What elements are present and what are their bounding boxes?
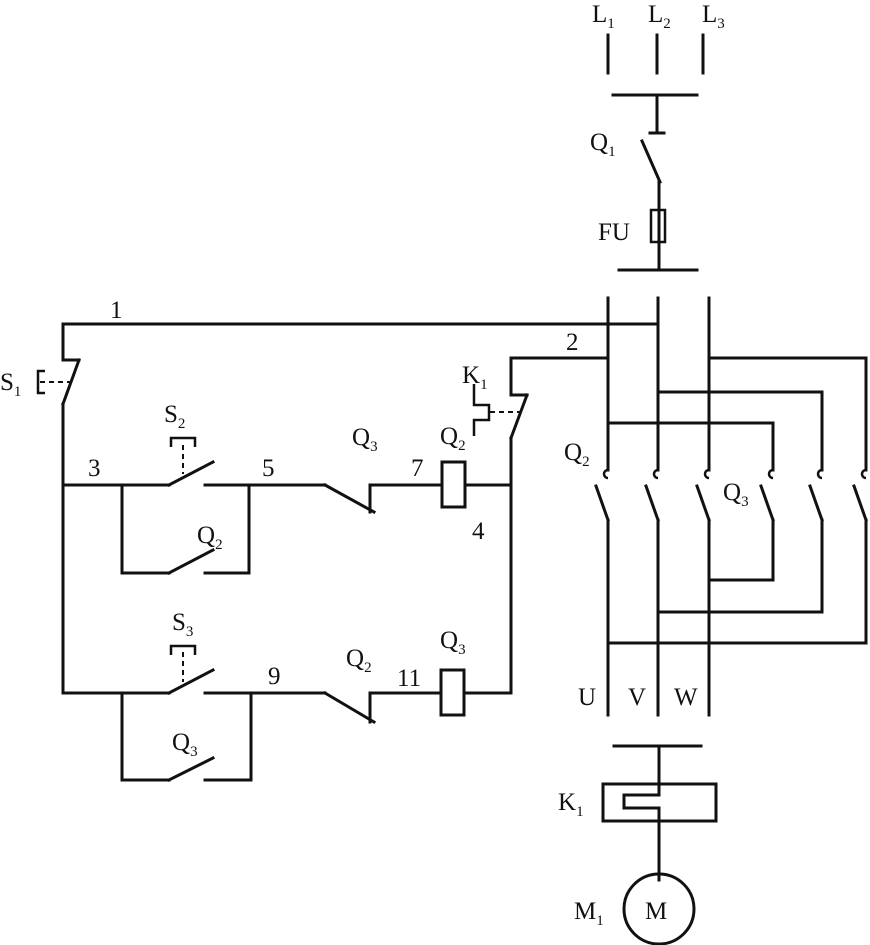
coil-q2 — [440, 460, 467, 509]
node-3: 3 — [88, 455, 101, 482]
overload-contact-k1 — [472, 384, 529, 440]
label-q2-coil: Q2 — [440, 423, 466, 454]
label-s1: S1 — [0, 369, 21, 400]
label-q2-main: Q2 — [564, 439, 590, 470]
rung-reverse — [61, 644, 513, 783]
label-m1: M1 — [574, 898, 604, 929]
node-5: 5 — [262, 455, 275, 482]
label-q3-hold: Q3 — [172, 729, 198, 760]
label-u: U — [578, 684, 596, 711]
node-4: 4 — [472, 518, 485, 545]
q3-output-wiring — [606, 518, 868, 645]
stop-button-s1 — [36, 358, 81, 406]
q2-output-lines — [606, 518, 711, 717]
label-v: V — [628, 684, 646, 711]
label-l1: L1 — [592, 1, 615, 32]
label-q2-interlock: Q2 — [346, 645, 372, 676]
rung-forward — [61, 436, 513, 576]
labels: L1 L2 L3 Q1 FU K1 S1 S2 S3 Q3 Q2 Q2 Q2 Q… — [0, 1, 749, 929]
main-phase-lines — [606, 296, 711, 472]
node-11: 11 — [397, 665, 421, 692]
label-motor: M — [645, 898, 667, 925]
breaker-q1 — [640, 93, 666, 212]
coil-q3 — [439, 668, 466, 717]
thermal-relay-k1-element — [601, 782, 718, 882]
wire-1 — [61, 322, 660, 362]
power-circuit — [594, 33, 868, 945]
label-k1-top: K1 — [462, 362, 488, 393]
label-l2: L2 — [648, 1, 671, 32]
node-2: 2 — [566, 329, 579, 356]
contactor-q2-main-contacts — [594, 468, 711, 522]
label-l3: L3 — [702, 1, 725, 32]
label-q1: Q1 — [590, 129, 616, 160]
label-q3-interlock: Q3 — [352, 424, 378, 455]
label-fu: FU — [598, 219, 630, 246]
node-7: 7 — [411, 455, 424, 482]
label-s2: S2 — [164, 401, 185, 432]
node-9: 9 — [268, 663, 281, 690]
label-k1-relay: K1 — [558, 789, 584, 820]
motor-m1 — [622, 872, 696, 945]
control-circuit — [36, 322, 660, 783]
fuse-fu — [649, 208, 667, 272]
label-q3-main: Q3 — [723, 479, 749, 510]
q3-branch-wiring — [606, 356, 868, 472]
label-q2-hold: Q2 — [197, 522, 223, 553]
label-w: W — [674, 684, 698, 711]
label-s3: S3 — [172, 609, 193, 640]
contactor-q3-main-contacts — [759, 468, 868, 522]
node-1: 1 — [110, 297, 123, 324]
wire-2 — [509, 356, 610, 397]
label-q3-coil: Q3 — [440, 627, 466, 658]
